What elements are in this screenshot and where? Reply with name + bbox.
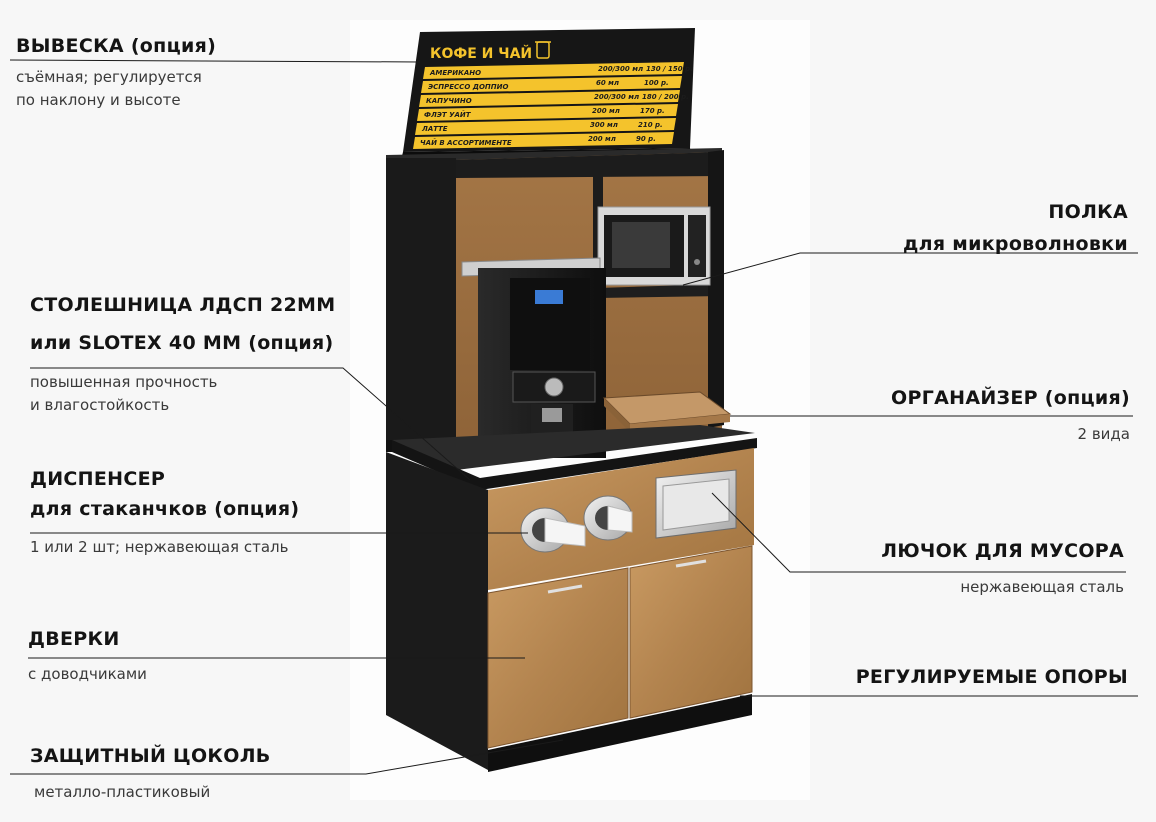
plinth [488,694,752,772]
callout-sub: повышенная прочность [30,373,218,391]
callout-title: ВЫВЕСКА (опция) [16,35,217,57]
menu-item-price: 100 р. [644,79,669,87]
menu-item-volume: 200 мл [588,135,616,143]
callout-title: СТОЛЕШНИЦА ЛДСП 22ММ [30,294,336,316]
menu-item-volume: 200/300 мл [598,65,643,73]
callout-title: для микроволновки [903,233,1128,255]
callout-organizer: ОРГАНАЙЗЕР (опция) 2 вида [891,382,1130,446]
door-handle [675,559,707,568]
leader-line-shelf [682,252,1138,286]
callout-plinth: ЗАЩИТНЫЙ ЦОКОЛЬ металло-пластиковый [30,740,271,804]
leader-line-trash [711,492,1126,573]
callout-title: или SLOTEX 40 ММ (опция) [30,332,334,354]
menu-item-name: ЧАЙ В АССОРТИМЕНТЕ [420,138,512,147]
menu-item-volume: 300 мл [590,121,618,129]
callout-shelf: ПОЛКА для микроволновки [903,196,1128,260]
leader-line-sign [9,59,421,63]
leader-line-countertop [30,367,471,481]
callout-sub: металло-пластиковый [34,783,211,801]
leader-lines [9,59,1138,775]
sign-title: КОФЕ И ЧАЙ [430,45,532,62]
callout-sub: съёмная; регулируется [16,68,202,86]
callout-dispenser: ДИСПЕНСЕР для стаканчков (опция) 1 или 2… [30,464,299,559]
callout-doors: ДВЕРКИ с доводчиками [28,623,147,686]
callout-feet: РЕГУЛИРУЕМЫЕ ОПОРЫ [856,661,1128,693]
leader-line-plinth [10,739,564,775]
trash-hatch [655,469,737,539]
menu-item-volume: 200/300 мл [594,93,639,101]
menu-item-volume: 60 мл [596,79,619,87]
callout-title: ПОЛКА [1048,201,1128,223]
callout-title: для стаканчков (опция) [30,498,300,520]
callout-sign: ВЫВЕСКА (опция) съёмная; регулируется по… [16,30,216,112]
callout-sub: 1 или 2 шт; нержавеющая сталь [30,538,289,556]
callout-title: ЗАЩИТНЫЙ ЦОКОЛЬ [30,745,271,767]
callout-sub: нержавеющая сталь [960,578,1124,596]
menu-item-price: 210 р. [638,121,663,129]
callout-sub: по наклону и высоте [16,91,181,109]
menu-item-volume: 200 мл [592,107,620,115]
menu-item-name: АМЕРИКАНО [429,69,481,77]
menu-item-name: КАПУЧИНО [426,97,472,105]
microwave [597,206,711,286]
menu-rows: АМЕРИКАНО 200/300 мл 130 / 150 р. ЭСПРЕС… [413,62,693,149]
door-handle [547,584,583,594]
menu-item-name: ЛАТТЕ [421,125,448,133]
callout-sub: и влагостойкость [30,396,170,414]
machine-display [535,290,563,304]
menu-item-price: 90 р. [636,135,656,143]
menu-sign: КОФЕ И ЧАЙ АМЕРИКАНО 200/300 мл 130 / 15… [401,28,695,160]
door-right [629,545,753,719]
callout-title: ОРГАНАЙЗЕР (опция) [891,387,1130,409]
cup-dispensers [520,495,633,553]
callout-title: РЕГУЛИРУЕМЫЕ ОПОРЫ [855,666,1128,688]
callout-title: ДИСПЕНСЕР [30,468,166,490]
callout-sub: 2 вида [1077,425,1130,443]
callout-title: ЛЮЧОК ДЛЯ МУСОРА [881,540,1124,562]
callout-countertop: СТОЛЕШНИЦА ЛДСП 22ММ или SLOTEX 40 ММ (о… [30,286,335,417]
menu-item-name: ФЛЭТ УАЙТ [424,110,472,119]
microwave-shelf [598,284,722,298]
cup-icon [535,41,551,59]
door-left [487,567,629,749]
coffee-machine [461,257,606,458]
countertop [386,425,757,490]
menu-item-name: ЭСПРЕССО ДОППИО [428,83,508,91]
menu-item-price: 170 р. [640,107,665,115]
callout-sub: с доводчиками [28,665,147,683]
callout-title: ДВЕРКИ [28,628,120,650]
callout-trash: ЛЮЧОК ДЛЯ МУСОРА нержавеющая сталь [881,535,1124,599]
menu-item-price: 130 / 150 р. [646,65,693,73]
menu-item-price: 180 / 200 р. [642,93,689,101]
